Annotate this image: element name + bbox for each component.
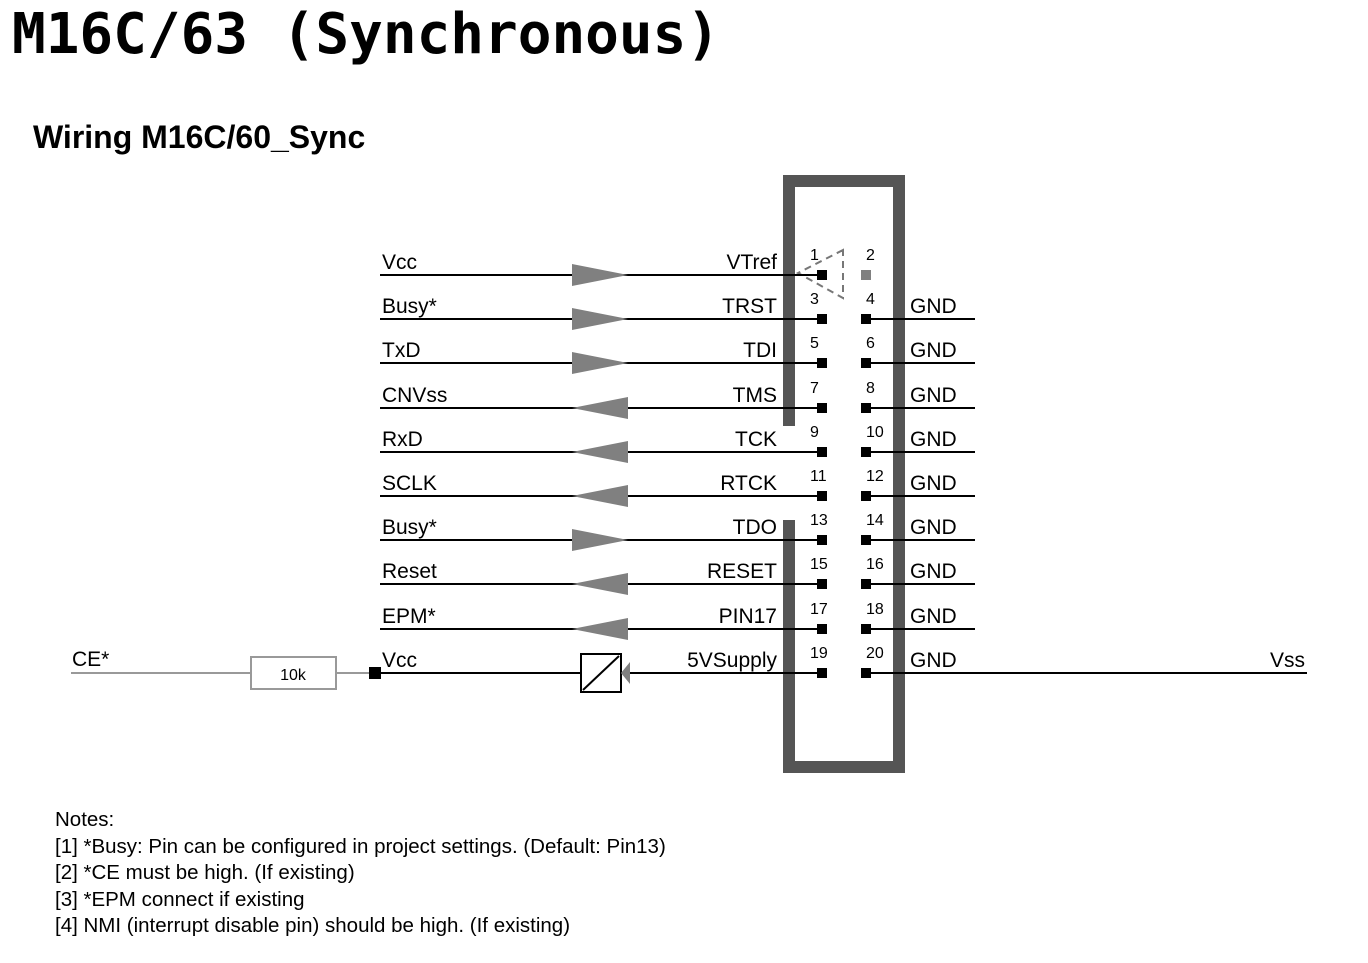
arrow-right-icon <box>572 264 628 286</box>
pin-number: 10 <box>866 424 884 441</box>
pin-number: 14 <box>866 512 884 529</box>
vss-label: Vss <box>1270 649 1305 672</box>
pin-pad <box>817 579 827 589</box>
pin-number: 5 <box>810 335 819 352</box>
pin-pad <box>817 668 827 678</box>
signal-row: CNVss TMS 7 8 GND <box>380 380 975 419</box>
pin-number: 9 <box>810 424 819 441</box>
signal-label-right: PIN17 <box>719 605 777 628</box>
pin-number: 3 <box>810 291 819 308</box>
pin-number: 4 <box>866 291 875 308</box>
gnd-label: GND <box>910 560 957 583</box>
arrow-left-icon <box>572 441 628 463</box>
pin-number: 8 <box>866 380 875 397</box>
signal-label-right: TDI <box>743 339 777 362</box>
gnd-label: GND <box>910 516 957 539</box>
pin-pad <box>817 403 827 413</box>
arrow-right-icon <box>572 352 628 374</box>
signal-label-left: Vcc <box>382 251 417 274</box>
ce-label: CE* <box>72 648 109 671</box>
pin-pad <box>817 491 827 501</box>
resistor-icon <box>250 656 337 690</box>
gnd-label: GND <box>910 605 957 628</box>
signal-label-left: CNVss <box>382 384 447 407</box>
signal-row: Busy* TRST 3 4 GND <box>380 291 975 330</box>
signal-row: Vcc 5VSupply 19 20 GND 10k CE* Vss <box>71 645 1307 693</box>
pin-number: 18 <box>866 601 884 618</box>
pin-number: 15 <box>810 556 828 573</box>
gnd-label: GND <box>910 428 957 451</box>
gnd-label: GND <box>910 295 957 318</box>
page-title: M16C/63 (Synchronous) <box>12 2 721 67</box>
pin1-marker <box>795 248 844 300</box>
pin-pad <box>817 314 827 324</box>
pin-number: 13 <box>810 512 828 529</box>
signal-row: SCLK RTCK 11 12 GND <box>380 468 975 507</box>
pin-number: 11 <box>810 468 827 485</box>
signal-label-right: RESET <box>707 560 777 583</box>
signal-label-right: TDO <box>733 516 777 539</box>
pin-number: 20 <box>866 645 884 662</box>
signal-label-left: SCLK <box>382 472 437 495</box>
notes-block: Notes: [1] *Busy: Pin can be configured … <box>55 807 666 940</box>
pin-number: 1 <box>810 247 819 264</box>
signal-label-left: EPM* <box>382 605 436 628</box>
pin-number: 19 <box>810 645 828 662</box>
signal-label-right: TCK <box>735 428 777 451</box>
pin-pad <box>817 447 827 457</box>
signal-label-left: Busy* <box>382 295 437 318</box>
diagram-subtitle: Wiring M16C/60_Sync <box>33 119 366 155</box>
signal-row: TxD TDI 5 6 GND <box>380 335 975 374</box>
arrow-left-icon <box>572 618 628 640</box>
signal-row: Reset RESET 15 16 GND <box>380 556 975 595</box>
arrow-left-icon <box>572 397 628 419</box>
signal-label-left: Vcc <box>382 649 417 672</box>
pin-number: 16 <box>866 556 884 573</box>
pin-number: 12 <box>866 468 884 485</box>
resistor-label: 10k <box>280 667 307 684</box>
signal-label-left: TxD <box>382 339 421 362</box>
pin-number: 17 <box>810 601 828 618</box>
signal-label-left: Reset <box>382 560 437 583</box>
pin-pad <box>817 535 827 545</box>
signal-row: EPM* PIN17 17 18 GND <box>380 601 975 640</box>
arrow-right-icon <box>572 308 628 330</box>
pin-pad <box>817 358 827 368</box>
gnd-label: GND <box>910 649 957 672</box>
signal-row: Vcc VTref 1 2 <box>380 247 875 286</box>
pin-number: 7 <box>810 380 819 397</box>
note-item: [2] *CE must be high. (If existing) <box>55 861 355 884</box>
signal-label-left: Busy* <box>382 516 437 539</box>
gnd-label: GND <box>910 472 957 495</box>
signal-label-right: 5VSupply <box>687 649 777 672</box>
signal-label-right: VTref <box>726 251 777 274</box>
signal-label-right: RTCK <box>720 472 777 495</box>
arrow-left-icon <box>621 662 630 684</box>
signal-row: Busy* TDO 13 14 GND <box>380 512 975 551</box>
arrow-right-icon <box>572 529 628 551</box>
pin-pad <box>817 624 827 634</box>
supply-switch-diagonal <box>582 655 620 691</box>
gnd-label: GND <box>910 339 957 362</box>
pin-pad <box>817 270 827 280</box>
notes-heading: Notes: <box>55 808 115 831</box>
arrow-left-icon <box>572 485 628 507</box>
signal-label-right: TMS <box>733 384 777 407</box>
pin-number: 6 <box>866 335 875 352</box>
gnd-label: GND <box>910 384 957 407</box>
signal-label-right: TRST <box>722 295 777 318</box>
signal-label-left: RxD <box>382 428 423 451</box>
note-item: [3] *EPM connect if existing <box>55 887 305 911</box>
note-item: [1] *Busy: Pin can be configured in proj… <box>55 834 666 858</box>
junction-dot <box>369 667 381 679</box>
pin-pad <box>861 270 871 280</box>
signal-row: RxD TCK 9 10 GND <box>380 424 975 463</box>
arrow-left-icon <box>572 573 628 595</box>
note-item: [4] NMI (interrupt disable pin) should b… <box>55 914 571 937</box>
pin-number: 2 <box>866 247 875 264</box>
